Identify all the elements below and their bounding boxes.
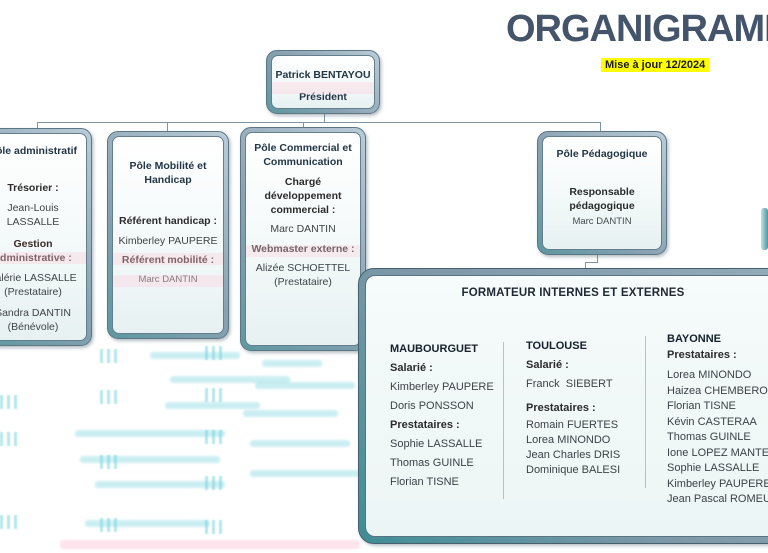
president-role: Président — [299, 91, 347, 103]
group-label: Salarié : — [390, 362, 433, 374]
connector-stub-pedagogique — [600, 122, 601, 132]
person-name: Lorea MINONDO — [667, 369, 752, 381]
person-name: Haizea CHEMBERO — [667, 384, 768, 397]
connector-stub-commercial — [303, 122, 304, 128]
section-names: Jean-Louis LASSALLE — [0, 201, 86, 229]
connector-horizontal — [37, 122, 600, 123]
person-name: Jean Charles DRIS — [526, 449, 621, 461]
person-name: Sophie LASSALLE — [390, 438, 483, 450]
column-bayonne: BAYONNE Prestataires : Lorea MINONDO Haiz… — [667, 332, 768, 508]
person-name: Doris PONSSON — [390, 400, 474, 412]
updated-date-badge: Mise à jour 12/2024 — [601, 58, 710, 72]
section-names: Marc DANTIN — [246, 222, 360, 236]
section-label: Gestion administrative : — [0, 238, 72, 264]
connector-pedago-formateur-h — [585, 262, 598, 263]
group-label: Prestataires : — [667, 349, 737, 361]
page-title: ORGANIGRAMME — [506, 8, 768, 50]
formateurs-title: FORMATEUR INTERNES ET EXTERNES — [461, 287, 685, 299]
column-maubourguet: MAUBOURGUET Salarié : Kimberley PAUPERE D… — [390, 340, 502, 492]
person-name: Valérie LASSALLE (Prestataire) — [0, 272, 77, 298]
group-names: Romain FUERTES Lorea MINONDO Jean Charles … — [526, 418, 640, 478]
pole-title: Pôle administratif — [0, 145, 78, 157]
person-name: Kimberley PAUPERE — [667, 477, 768, 490]
person-name: Ione LOPEZ MANTER — [667, 446, 768, 459]
person-name: Marc DANTIN — [270, 223, 336, 235]
pole-title: Pôle Commercial et Communication — [254, 142, 352, 168]
section-label: Référent handicap : — [118, 215, 218, 227]
pole-pedagogique-box: Pôle Pédagogique Responsable pédagogique… — [537, 131, 667, 255]
section-label: Responsable pédagogique — [569, 186, 635, 212]
person-name: Marc DANTIN — [138, 274, 198, 285]
column-toulouse: TOULOUSE Salarié : Franck SIEBERT Presta… — [526, 337, 640, 478]
person-name: Kimberley PAUPERE — [118, 235, 218, 247]
city-label: TOULOUSE — [526, 340, 587, 352]
person-name: Romain FUERTES — [526, 419, 619, 431]
column-divider — [503, 342, 504, 499]
person-name: Marc DANTIN — [572, 216, 632, 227]
section-names: Marc DANTIN — [543, 215, 661, 229]
person-name: Jean-Louis LASSALLE — [6, 202, 60, 228]
person-name: Franck SIEBERT — [526, 378, 613, 390]
person-name: Florian TISNE — [390, 476, 459, 488]
person-name: Kimberley PAUPERE — [390, 381, 494, 393]
person-name: Thomas GUINLE — [667, 431, 751, 443]
person-name: Sophie LASSALLE — [667, 462, 760, 474]
city-label: BAYONNE — [667, 333, 721, 345]
connector-pedago-formateur-v2 — [585, 262, 586, 269]
president-box: Patrick BENTAYOU Président — [266, 50, 380, 114]
person-name: Kévin CASTERAA — [667, 415, 757, 428]
connector-stub-admin — [37, 122, 38, 129]
section-label: Référent mobilité : — [121, 254, 215, 266]
person-name: Dominique BALESI — [526, 464, 621, 476]
person-name: Florian TISNE — [667, 400, 736, 412]
section-names: Alizée SCHOETTEL (Prestataire) — [246, 261, 360, 289]
group-label: Prestataires : — [526, 402, 596, 414]
person-name: Sandra DANTIN (Bénévole) — [0, 307, 71, 333]
connector-pedago-formateur-v1 — [597, 254, 598, 263]
group-label: Prestataires : — [390, 419, 460, 431]
group-names: Lorea MINONDO Haizea CHEMBERO Florian TISN… — [667, 368, 768, 508]
group-label: Salarié : — [526, 359, 569, 371]
person-name: Thomas GUINLE — [390, 457, 474, 469]
connector-stub-mobilite — [167, 122, 168, 132]
section-names: Valérie LASSALLE (Prestataire) Sandra DAN… — [0, 271, 86, 334]
group-names: Franck SIEBERT — [526, 375, 640, 394]
connector-president-down — [324, 114, 325, 122]
city-label: MAUBOURGUET — [390, 343, 478, 355]
formateurs-box: FORMATEUR INTERNES ET EXTERNES MAUBOURGU… — [358, 268, 768, 544]
section-label: Trésorier : — [7, 182, 59, 194]
section-names: Kimberley PAUPERE — [113, 234, 223, 248]
group-names: Sophie LASSALLE Thomas GUINLE Florian TISN… — [390, 435, 502, 492]
person-name: Alizée SCHOETTEL (Prestataire) — [255, 262, 351, 288]
pole-title: Pôle Pédagogique — [556, 148, 648, 160]
column-divider — [645, 336, 646, 488]
group-names: Kimberley PAUPERE Doris PONSSON — [390, 378, 502, 416]
pole-mobilite-box: Pôle Mobilité et Handicap Référent handi… — [107, 131, 229, 339]
pole-title: Pôle Mobilité et Handicap — [129, 160, 207, 186]
section-names: Marc DANTIN — [113, 273, 223, 287]
section-label: Chargé développement commercial : — [264, 176, 342, 216]
pole-commercial-box: Pôle Commercial et Communication Chargé … — [240, 127, 366, 351]
pole-administratif-box: Pôle administratif Trésorier : Jean-Loui… — [0, 128, 92, 346]
president-name: Patrick BENTAYOU — [275, 69, 371, 81]
person-name: Lorea MINONDO — [526, 434, 611, 446]
person-name: Jean Pascal ROMEUF — [667, 493, 768, 505]
section-label: Webmaster externe : — [251, 243, 355, 255]
